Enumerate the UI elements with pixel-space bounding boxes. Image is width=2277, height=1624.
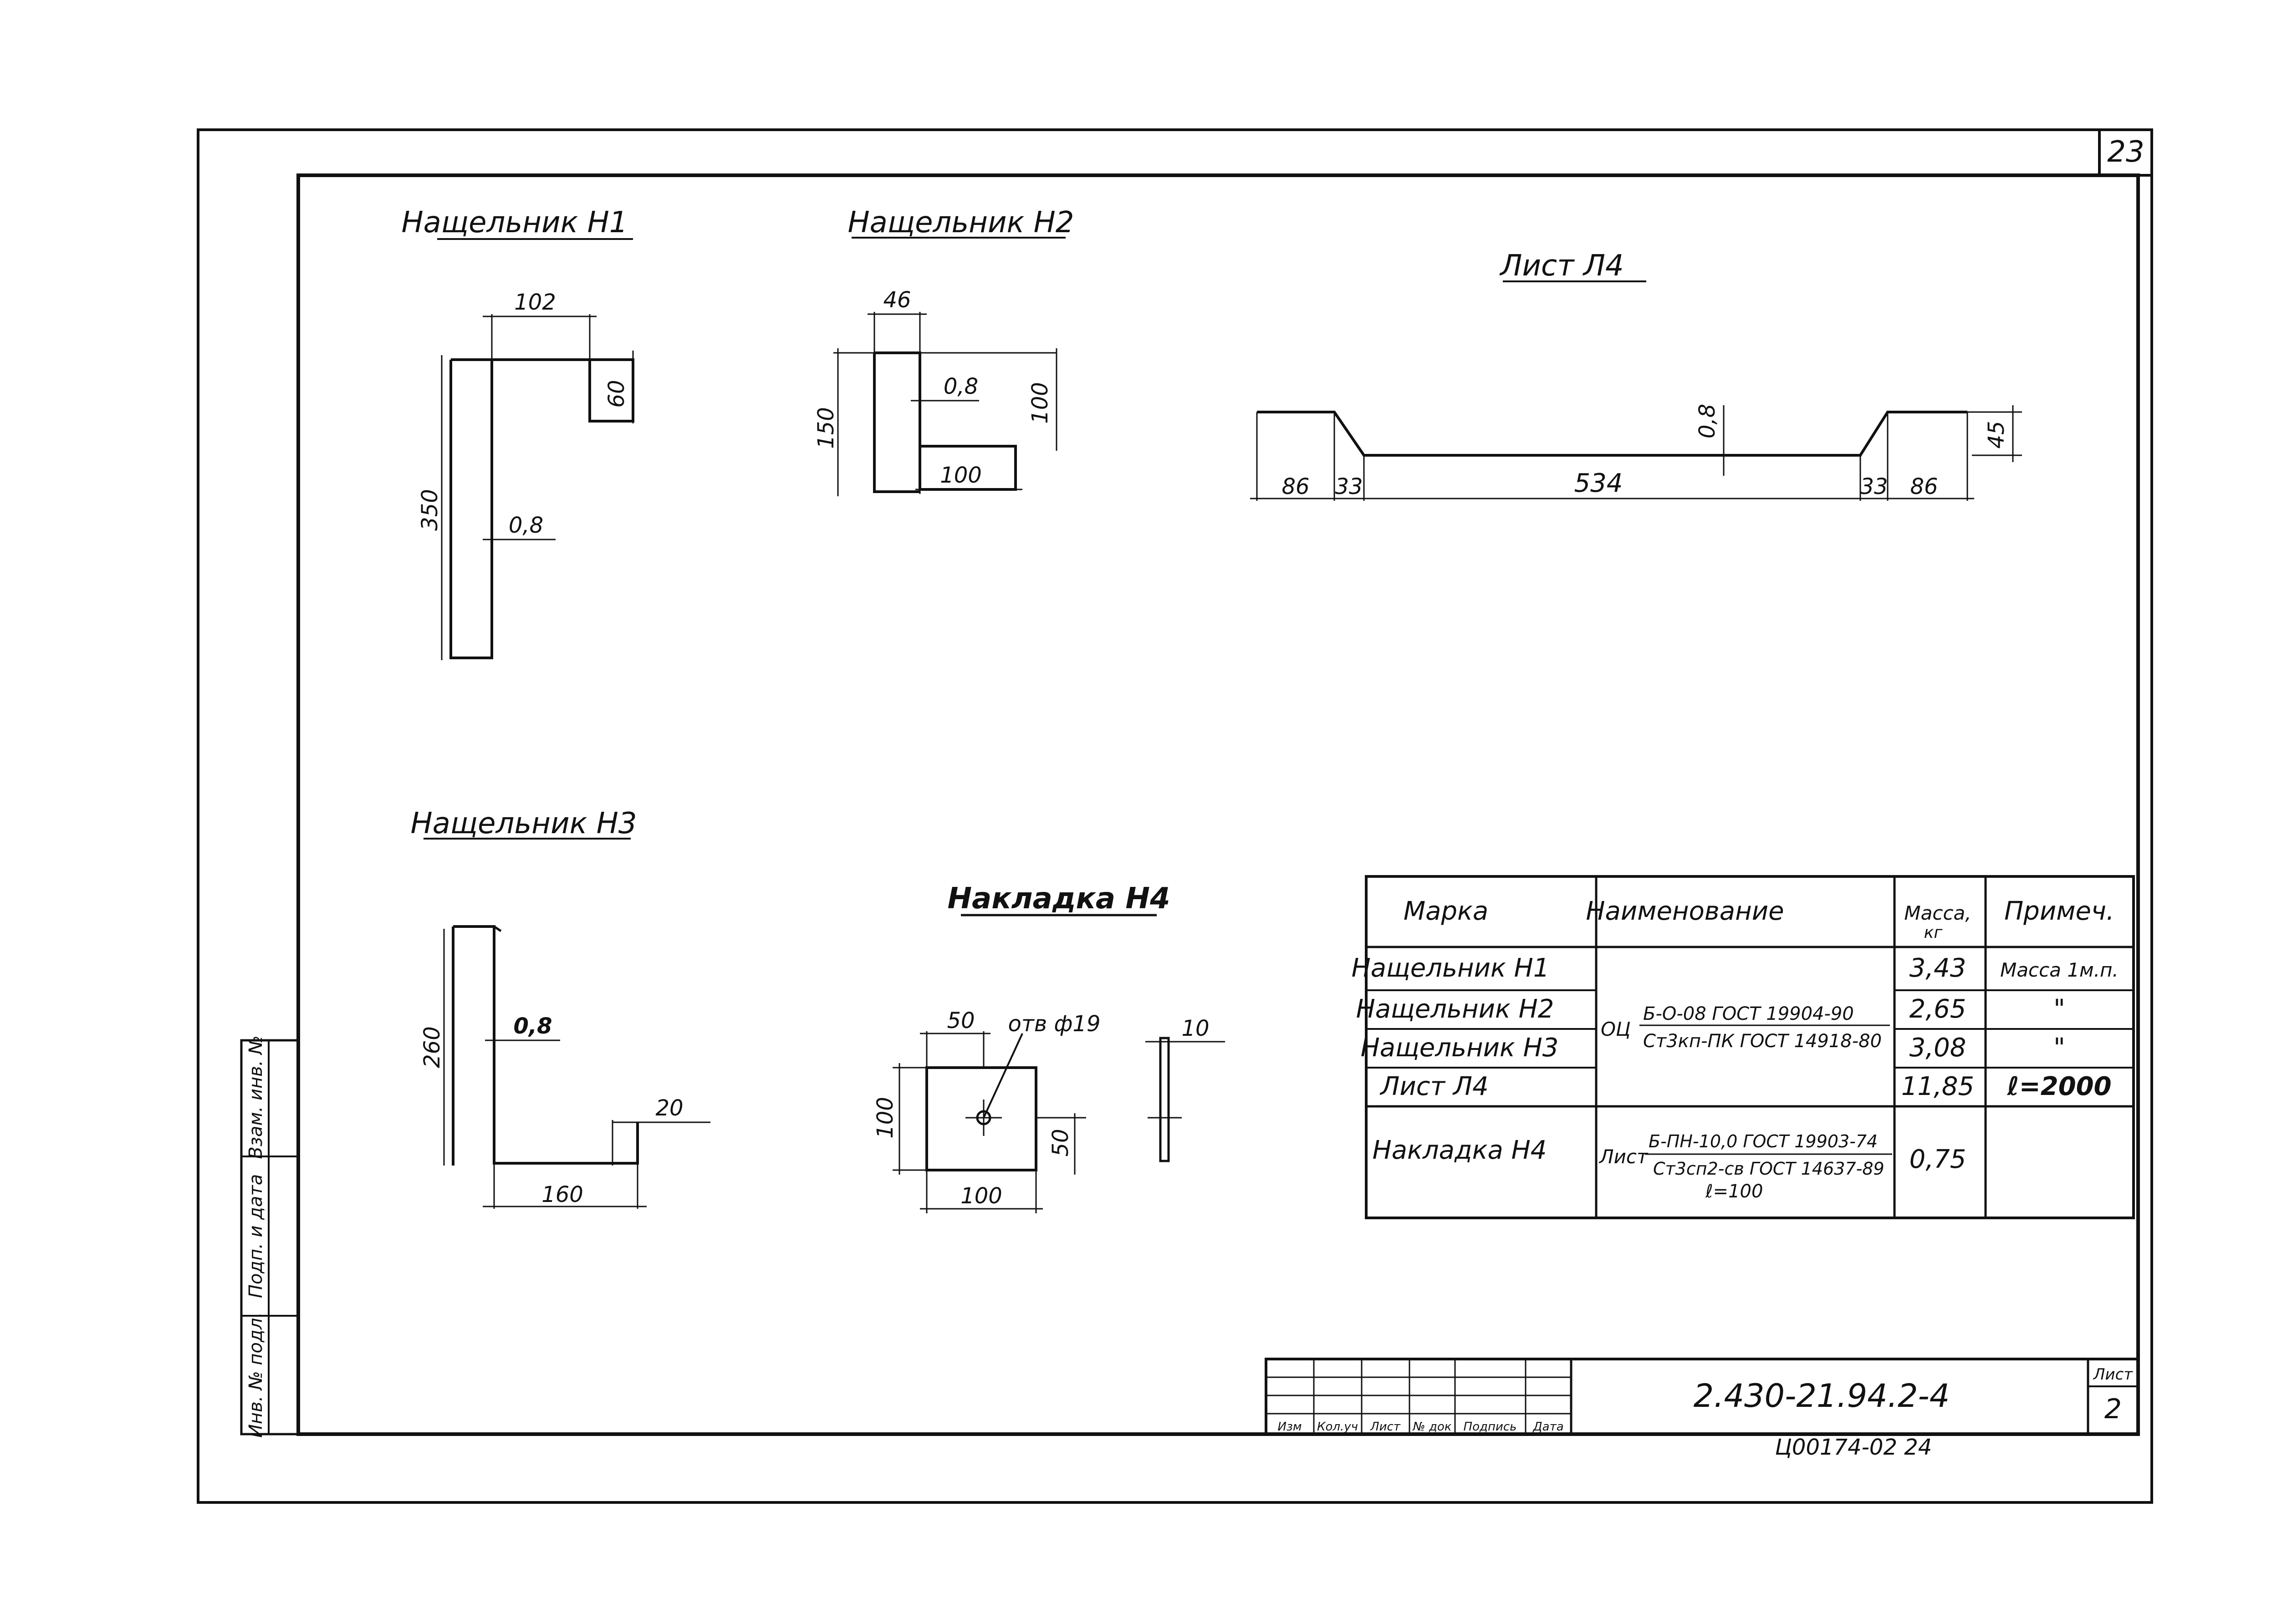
l4-dim-b: 33 xyxy=(1335,474,1363,499)
l4-dim-e: 86 xyxy=(1910,474,1938,499)
mat2-line3: ℓ=100 xyxy=(1705,1181,1763,1202)
drawing-l4: Лист Л4 86 33 534 33 86 0,8 45 xyxy=(1250,249,2022,501)
document-code: 2.430-21.94.2-4 xyxy=(1694,1377,1950,1415)
tb-sheet: 2 xyxy=(2104,1393,2122,1425)
drawing-h2: Нащельник Н2 46 0,8 100 150 100 xyxy=(813,206,1074,496)
h2-dim-left: 150 xyxy=(813,407,839,449)
h4-dim-top: 50 xyxy=(947,1008,975,1033)
l4-title: Лист Л4 xyxy=(1499,249,1624,283)
mat2-line1: Б-ПН-10,0 ГОСТ 19903-74 xyxy=(1649,1131,1878,1151)
h1-title: Нащельник Н1 xyxy=(402,206,628,239)
stamp-inv: Инв. № подл. xyxy=(245,1312,266,1438)
row-2-mark: Нащельник Н2 xyxy=(1356,994,1554,1024)
stamp-sign: Подп. и дата xyxy=(245,1174,266,1298)
tb-col-date: Дата xyxy=(1532,1420,1563,1434)
h2-dim-thick: 0,8 xyxy=(944,374,978,399)
row-4-mark: Лист Л4 xyxy=(1379,1072,1488,1101)
tb-col-koluch: Кол.уч xyxy=(1317,1420,1358,1434)
l4-dim-d: 33 xyxy=(1860,474,1888,499)
h2-dim-right: 100 xyxy=(1027,382,1053,424)
drawing-h3: Нащельник Н3 260 0,8 20 160 xyxy=(411,807,710,1209)
h1-dim-flange: 60 xyxy=(604,380,629,407)
tb-col-doc: № док xyxy=(1412,1420,1452,1434)
mat1-prefix: ОЦ xyxy=(1601,1018,1631,1040)
h2-dim-bottom: 100 xyxy=(940,463,982,488)
row-1-note: Масса 1м.п. xyxy=(2000,959,2119,981)
drawing-h1: Нащельник Н1 102 60 350 0,8 xyxy=(402,206,634,660)
row-5-mass: 0,75 xyxy=(1909,1145,1966,1174)
row-4-mass: 11,85 xyxy=(1901,1072,1974,1101)
th-note: Примеч. xyxy=(2004,896,2114,926)
h3-dim-height: 260 xyxy=(419,1026,445,1068)
h4-dim-left: 100 xyxy=(873,1097,898,1139)
h2-title: Нащельник Н2 xyxy=(848,206,1074,239)
h4-dim-hole: отв ф19 xyxy=(1008,1011,1101,1037)
row-3-mass: 3,08 xyxy=(1909,1033,1966,1063)
l4-dim-thick: 0,8 xyxy=(1695,404,1720,438)
spec-table: Марка Наименование Масса, кг Примеч. Нащ… xyxy=(1352,875,2135,1219)
l4-dim-h: 45 xyxy=(1984,421,2009,448)
mat2-line2: Ст3сп2-св ГОСТ 14637-89 xyxy=(1653,1159,1884,1179)
row-5-mark: Накладка Н4 xyxy=(1373,1135,1547,1165)
drawing-h4: Накладка Н4 50 отв ф19 100 50 100 10 xyxy=(873,882,1225,1213)
h3-dim-thick: 0,8 xyxy=(513,1013,552,1039)
h3-dim-flange: 20 xyxy=(655,1095,683,1121)
footer-note: Ц00174-02 24 xyxy=(1775,1435,1932,1460)
row-4-note: ℓ=2000 xyxy=(2006,1072,2111,1101)
title-block: Изм Кол.уч Лист № док Подпись Дата 2.430… xyxy=(1265,1358,2139,1436)
th-mass-unit: кг xyxy=(1924,923,1943,942)
sheet-number: 23 xyxy=(2107,135,2144,169)
th-name: Наименование xyxy=(1586,896,1784,926)
h4-dim-bottom: 100 xyxy=(960,1183,1002,1209)
l4-dim-c: 534 xyxy=(1574,468,1623,498)
row-3-note: " xyxy=(2053,1033,2065,1063)
row-2-note: " xyxy=(2053,994,2065,1024)
row-3-mark: Нащельник Н3 xyxy=(1361,1033,1559,1063)
h4-dim-right: 50 xyxy=(1048,1129,1073,1156)
mat1-line2: Ст3кп-ПК ГОСТ 14918-80 xyxy=(1643,1031,1882,1052)
frame xyxy=(197,128,2153,1504)
h1-dim-thick: 0,8 xyxy=(509,513,543,538)
th-mass: Масса, xyxy=(1904,902,1971,924)
h2-dim-top: 46 xyxy=(883,287,911,313)
tb-col-izm: Изм xyxy=(1278,1420,1302,1434)
tb-sheet-label: Лист xyxy=(2093,1365,2133,1384)
h4-dim-thick: 10 xyxy=(1181,1016,1209,1041)
h3-title: Нащельник Н3 xyxy=(411,807,637,840)
tb-col-sign: Подпись xyxy=(1464,1420,1517,1434)
row-1-mass: 3,43 xyxy=(1909,953,1966,983)
mat1-line1: Б-О-08 ГОСТ 19904-90 xyxy=(1643,1003,1854,1024)
h3-dim-bottom: 160 xyxy=(541,1182,583,1207)
th-mark: Марка xyxy=(1404,896,1488,926)
stamp-replace: Взам. инв. № xyxy=(245,1035,266,1159)
l4-dim-a: 86 xyxy=(1281,474,1309,499)
row-1-mark: Нащельник Н1 xyxy=(1352,953,1550,983)
h4-title: Накладка Н4 xyxy=(948,882,1170,916)
row-2-mass: 2,65 xyxy=(1909,994,1966,1024)
mat2-prefix: Лист xyxy=(1598,1145,1649,1168)
left-stamp: Инв. № подл. Подп. и дата Взам. инв. № xyxy=(240,1035,300,1438)
h1-dim-height: 350 xyxy=(417,489,443,531)
tb-col-list: Лист xyxy=(1370,1420,1401,1434)
h1-dim-top: 102 xyxy=(514,290,556,315)
